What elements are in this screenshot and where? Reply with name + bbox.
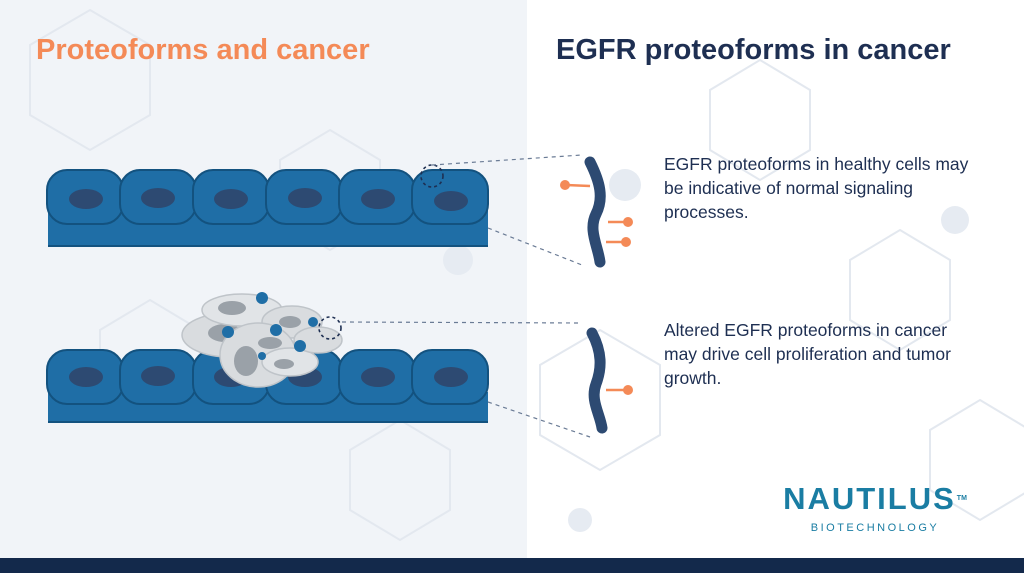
tumor-receptor-blob [294,340,306,352]
tumor-nucleus [279,316,301,328]
egfr-proteoform-cancer-icon [586,327,633,434]
tissue-base [48,392,488,422]
logo-trademark: TM [956,495,967,502]
diagram-art [46,154,633,438]
tumor-receptor-blob [308,317,318,327]
protein-chain [586,327,608,434]
nucleus [434,191,468,211]
phospho-stem [565,183,591,188]
description-healthy: EGFR proteoforms in healthy cells may be… [664,154,969,222]
tumor-receptor-blob [256,292,268,304]
egfr-proteoform-healthy-icon [560,156,633,268]
footer-bar [0,558,1024,573]
logo-wordmark: NAUTILUSTM [780,482,970,516]
nucleus [434,367,468,387]
tumor-receptor-blob [222,326,234,338]
healthy-tissue [46,164,489,247]
nucleus [69,367,103,387]
tumor-cell [293,326,343,354]
nucleus [361,367,395,387]
cell-row-healthy [46,169,489,225]
nucleus [69,189,103,209]
nucleus [141,366,175,386]
left-title: Proteoforms and cancer [36,34,370,66]
phospho-group-icon [621,237,631,247]
nautilus-logo: NAUTILUSTM BIOTECHNOLOGY [780,482,970,535]
callout-line-cancer-bottom [487,401,591,438]
callout-lines [341,154,591,438]
tumor-receptor-blob [258,352,266,360]
left-panel [0,0,527,558]
nucleus [361,189,395,209]
tumor-nucleus [234,346,258,376]
tumor-nucleus [218,301,246,315]
callout-line-healthy-bottom [487,227,583,266]
nucleus [288,188,322,208]
tumor-cell-cluster [181,292,343,388]
tumor-nucleus [258,337,282,349]
cancer-tissue [46,292,489,423]
tumor-nucleus [274,359,294,369]
phospho-group-icon [623,385,633,395]
protein-chain [584,156,606,268]
phospho-group-icon [623,217,633,227]
callout-line-cancer-top [341,321,583,324]
nucleus [141,188,175,208]
zoom-marker-dashed-circle [318,316,342,340]
logo-name: NAUTILUS [783,481,956,516]
tumor-receptor-blob [270,324,282,336]
phospho-group-icon [560,180,570,190]
description-cancer: Altered EGFR proteoforms in cancer may d… [664,320,951,388]
nucleus [214,189,248,209]
logo-tagline: BIOTECHNOLOGY [810,522,940,534]
callout-line-healthy-top [431,154,583,166]
zoom-marker-dashed-circle [420,164,444,188]
right-title: EGFR proteoforms in cancer [556,34,951,66]
